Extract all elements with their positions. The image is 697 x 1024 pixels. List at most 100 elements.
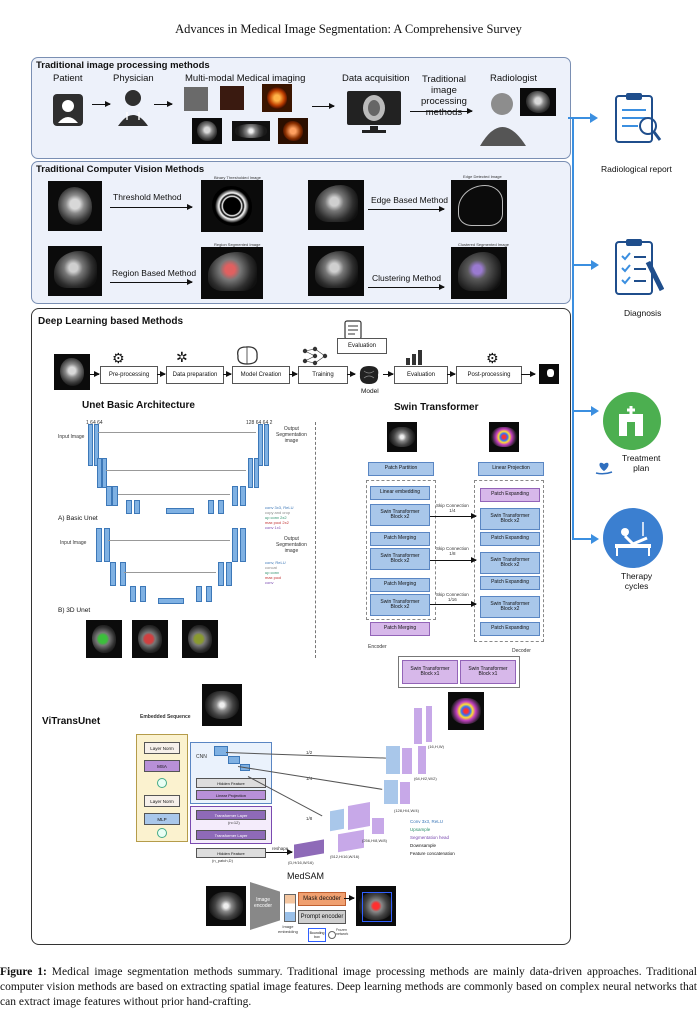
unet-feature-map [112, 486, 118, 506]
encoder-group [366, 480, 436, 620]
swin-block-dec-2: Swin Transformer Block x2 [480, 552, 540, 574]
arrow [430, 513, 477, 519]
legend-item: conv 1x1 [265, 525, 282, 530]
bottleneck-block-1: Swin Transformer Block x1 [402, 660, 458, 684]
radiological-report-label: Radiological report [601, 164, 672, 174]
evaluation-box: Evaluation [394, 366, 448, 384]
unet-channels-right: 128 64 64 2 [246, 420, 273, 426]
unet3d-feature-map [218, 562, 224, 586]
decoder-feature [402, 748, 412, 774]
therapy-cycles-label: Therapy cycles [621, 571, 653, 591]
unet-feature-map [254, 458, 259, 488]
layer-norm-1: Layer Norm [144, 742, 180, 754]
cnn-label: CNN [196, 754, 207, 760]
unet-feature-map [264, 424, 269, 466]
arrow [383, 369, 394, 378]
skip-connection-3: Skip Connection 1/16 [436, 592, 469, 602]
arrow [157, 369, 166, 378]
arrow [312, 101, 335, 110]
scan-thumb [262, 84, 292, 112]
transformer-layer-2: Transformer Layer [196, 830, 266, 840]
legend-item: conv, ReLU [265, 560, 286, 565]
region-input-mri [48, 246, 102, 296]
unet-skip-line [124, 572, 216, 573]
arrow [110, 202, 193, 211]
evaluation-chart-icon [404, 346, 426, 366]
unet3d-output-label: Output Segmentation image [276, 536, 307, 554]
clustering-input-mri [308, 246, 364, 296]
mlp-block: MLP [144, 813, 180, 825]
arrow [410, 106, 473, 115]
patch-dims-label: (n_patch,D) [212, 858, 233, 863]
treatment-plan-icon [603, 392, 661, 450]
vit-input-ct [202, 684, 242, 726]
arrow [430, 601, 477, 607]
arrow [368, 282, 445, 291]
legend-item: Downsample [410, 843, 437, 848]
unet-input-label: Input Image [58, 434, 85, 440]
linear-projection: Linear Projection [478, 462, 544, 476]
cnn-feature-map [240, 764, 250, 771]
unet-feature-map [208, 500, 214, 514]
arrow [90, 369, 100, 378]
unet-skip-line [106, 470, 246, 471]
patch-expanding-1: Patch Expanding [480, 488, 540, 502]
region-thumb-title: Region Segmented Image [214, 242, 261, 247]
panel-title: Traditional image processing methods [36, 60, 210, 71]
image-embedding-label: Image embedding [278, 924, 298, 934]
reshape-label: reshape [272, 846, 289, 851]
unet3d-feature-map [226, 562, 232, 586]
arrow [347, 369, 356, 378]
swin-block-enc-1: Swin Transformer Block x2 [370, 504, 430, 526]
model-creation-box: Model Creation [232, 366, 290, 384]
patch-expanding-4: Patch Expanding [480, 622, 540, 636]
clustering-method-label: Clustering Method [372, 273, 441, 283]
embedded-sequence-label: Embedded Sequence [140, 714, 191, 720]
hidden-feature-2: Hidden Feature [196, 848, 266, 858]
decoder-feature [372, 818, 384, 834]
decoder-feature [418, 746, 426, 774]
legend-item: conv 3x3, ReLU [265, 505, 294, 510]
caption-text: Medical image segmentation methods summa… [0, 966, 697, 1008]
patient-icon [52, 93, 84, 127]
cnn-feature-map [228, 756, 240, 764]
heart-hand-icon [595, 459, 613, 475]
decoder-feature [384, 780, 398, 804]
gear-icon: ⚙ [112, 350, 125, 366]
image-embedding-stack [284, 894, 296, 922]
radiologist-label: Radiologist [490, 73, 537, 84]
linear-embedding: Linear embedding [370, 486, 430, 500]
hidden-feature-box: Hidden Feature [196, 778, 266, 788]
panel-title: Traditional Computer Vision Methods [36, 164, 205, 175]
radiologist-photo [478, 86, 528, 146]
legend-item: Upsample [410, 827, 431, 832]
figure-caption: Figure 1: Medical image segmentation met… [0, 965, 697, 1010]
unet3d-legend: conv, ReLU concat up conv max pool conv [265, 560, 286, 585]
clustering-thumb-title: Clustered Segmented Image [458, 242, 509, 247]
cnn-feature-map [214, 746, 228, 756]
swin-title: Swin Transformer [394, 402, 479, 413]
scan-thumb [232, 121, 270, 141]
unet-feature-map [166, 508, 194, 514]
acquisition-label: Data acquisition [342, 73, 410, 84]
legend-item: max pool 2x2 [265, 520, 289, 525]
edge-method-label: Edge Based Method [371, 195, 449, 205]
bottleneck-block-2: Swin Transformer Block x1 [460, 660, 516, 684]
swin-output-seg [489, 422, 519, 452]
image-encoder-label: Image encoder [254, 897, 273, 909]
threshold-thumb-title: Binary Thresholded Image [214, 175, 261, 180]
arrow [223, 369, 232, 378]
bounding-box-icon: Bounding box [308, 928, 326, 942]
unet-feature-map [102, 458, 107, 488]
arrow [266, 849, 293, 855]
legend-item: up conv [265, 570, 280, 575]
threshold-output-mri [201, 180, 263, 232]
unet3d-feature-map [130, 586, 136, 602]
unet3d-feature-map [196, 586, 202, 602]
radiologist-mri [520, 88, 556, 116]
unet3d-feature-map [110, 562, 116, 586]
bottleneck-group [398, 656, 520, 688]
unet3d-feature-map [158, 598, 184, 604]
skip-fraction-2: 1/4 [306, 776, 313, 781]
d6-label: (16,H,W) [428, 744, 444, 749]
